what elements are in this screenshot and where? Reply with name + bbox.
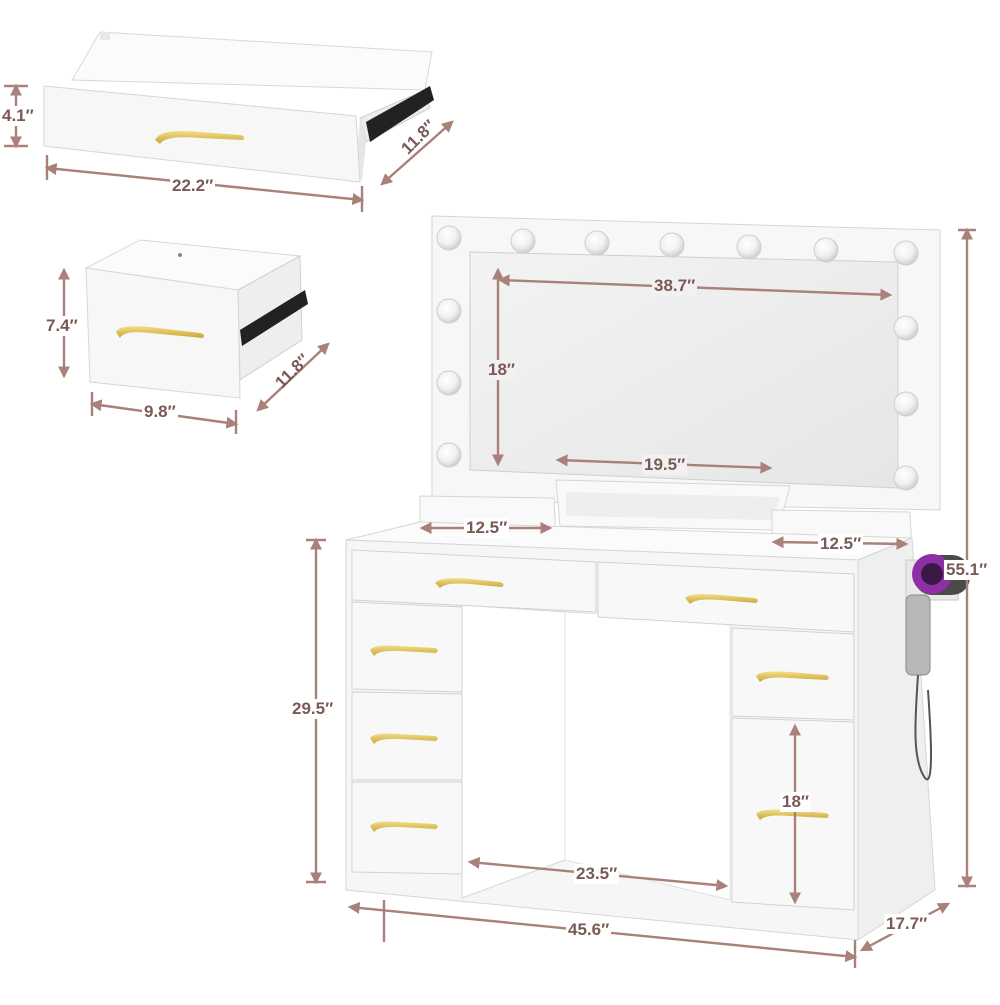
label-total-depth: 17.7″ [884, 914, 930, 934]
handle-icon [370, 821, 438, 832]
dimension-lines [4, 83, 976, 968]
label-mirror-width: 38.7″ [652, 276, 698, 296]
bulb-icon [893, 315, 919, 341]
knee-space [564, 611, 731, 901]
left-drawer-3 [351, 781, 463, 875]
hair-dryer [905, 554, 970, 781]
bulb-icon [436, 442, 462, 468]
small-drawer-slide [240, 290, 308, 346]
bulb-icon [659, 232, 685, 258]
dim-line-large-drawer-depth [380, 120, 454, 186]
knee-space-panel [461, 604, 566, 899]
vanity-desk [345, 521, 936, 941]
handle-icon [370, 733, 438, 744]
dryer-handle [905, 594, 931, 676]
handle-icon [756, 671, 829, 682]
label-bottom-drawer-height: 18″ [780, 792, 812, 812]
label-left-shelf-width: 12.5″ [464, 518, 510, 538]
handle-icon [685, 594, 758, 604]
bulb-icon [510, 228, 536, 254]
bulb-icon [813, 237, 839, 263]
mirror-glass [469, 251, 899, 489]
bulb-icon [436, 370, 462, 396]
label-small-drawer-height: 7.4″ [44, 316, 80, 336]
label-small-drawer-width: 9.8″ [142, 402, 178, 422]
drawer-handles [370, 578, 829, 832]
large-drawer-interior [71, 31, 433, 91]
bulb-icon [893, 240, 919, 266]
dryer-cord [914, 674, 933, 781]
dim-line-small-drawer-depth [256, 342, 330, 412]
large-drawer-handle [155, 131, 244, 144]
bulb-icon [736, 234, 762, 260]
bulb-icon [436, 298, 462, 324]
bulb-icon [436, 225, 462, 251]
handle-icon [370, 645, 438, 656]
label-knee-space-width: 23.5″ [574, 864, 620, 884]
label-right-shelf-width: 12.5″ [818, 534, 864, 554]
label-total-width: 45.6″ [566, 920, 612, 940]
large-drawer [43, 31, 434, 183]
handle-icon [435, 578, 504, 588]
label-center-shelf-width: 19.5″ [642, 455, 688, 475]
label-large-drawer-width: 22.2″ [170, 176, 216, 196]
bulb-icon [584, 230, 610, 256]
vanity-bulbs [436, 225, 919, 491]
small-drawer-handle [116, 326, 204, 338]
label-total-height: 55.1″ [944, 560, 990, 580]
label-mirror-height: 18″ [486, 360, 518, 380]
label-large-drawer-height: 4.1″ [0, 106, 36, 126]
bulb-icon [893, 465, 919, 491]
label-desk-height: 29.5″ [290, 699, 336, 719]
bulb-icon [893, 391, 919, 417]
